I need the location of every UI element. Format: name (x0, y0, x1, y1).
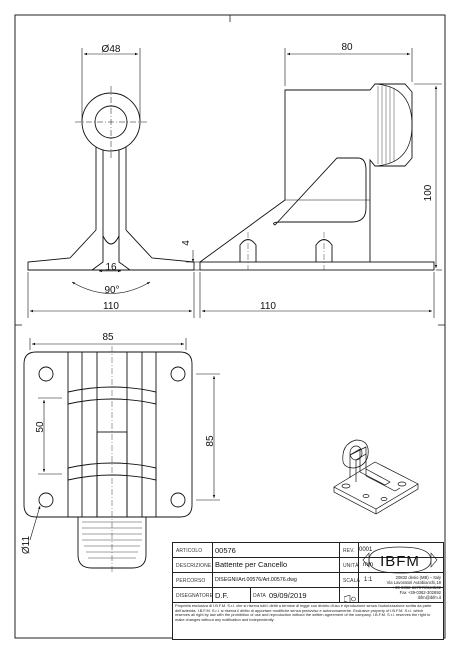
legal-notice: Proprietà esclusiva di I.B.F.M. S.r.l. c… (175, 603, 432, 623)
address-line: 20832 desio (MB) – Italy (395, 575, 441, 580)
plan-view (23, 346, 193, 572)
title-row-percorso: PERCORSO DISEGNI/Art.00576/Art.00576.dwg… (173, 572, 443, 588)
dim-angle-90: 90° (104, 285, 119, 296)
dim-spacing-85: 85 (205, 435, 216, 447)
isometric-view (333, 439, 419, 515)
data-value: 09/09/2019 (269, 591, 307, 600)
front-view-dimensions (27, 48, 200, 318)
svg-text:IBFM: IBFM (380, 553, 420, 570)
separator-left (212, 543, 213, 602)
title-row-articolo: ARTICOLO 00576 REV. 0001 (173, 543, 443, 558)
dim-height-100: 100 (423, 184, 434, 201)
dim-height-4: 4 (181, 240, 192, 246)
scala-label: SCALA (343, 578, 360, 584)
unita-label: UNITÀ (343, 563, 359, 569)
dim-diameter-48: Ø48 (102, 44, 121, 55)
address-line: ibfm@ibfm.it (417, 595, 441, 600)
descrizione-label: DESCRIZIONE (176, 563, 212, 569)
rev-label: REV. (343, 548, 355, 554)
dim-spacing-50: 50 (35, 421, 46, 433)
dim-width-80: 80 (341, 42, 353, 53)
title-row-descrizione: DESCRIZIONE Battente per Cancello UNITÀ … (173, 557, 443, 573)
title-block: ARTICOLO 00576 REV. 0001 DESCRIZIONE Bat… (172, 542, 444, 640)
address-line: Fax +39-0362-302692 (399, 590, 441, 595)
projection-symbol (343, 590, 356, 604)
data-label: DATA (253, 593, 266, 599)
unita-value: mm (363, 562, 373, 568)
dim-total-110-right: 110 (260, 301, 276, 312)
address-line: +39-0362-627078/624502 (392, 585, 441, 590)
separator-data (250, 587, 251, 602)
percorso-label: PERCORSO (176, 578, 206, 584)
articolo-value: 00576 (215, 546, 236, 555)
articolo-label: ARTICOLO (176, 548, 203, 554)
percorso-value: DISEGNI/Art.00576/Art.00576.dwg (215, 577, 297, 583)
rev-value: 0001 (359, 547, 373, 553)
plan-view-dimensions (29, 338, 220, 541)
disegnatore-label: DISEGNATORE (176, 593, 214, 599)
side-view (199, 83, 435, 271)
dim-width-16: 16 (105, 262, 117, 273)
descrizione-value: Battente per Cancello (215, 560, 288, 569)
separator-mid (339, 543, 340, 602)
dim-hole-11: Ø11 (21, 535, 32, 554)
company-address: 20832 desio (MB) – Italy Via Lavoratori … (361, 575, 441, 600)
company-logo: IBFM (361, 545, 439, 575)
separator-right (358, 543, 359, 602)
front-view (27, 86, 195, 271)
title-row-disegnatore: DISEGNATORE D.F. DATA 09/09/2019 (173, 587, 443, 603)
disegnatore-value: D.F. (215, 591, 229, 600)
scala-value: 1:1 (364, 577, 373, 583)
side-view-dimensions (199, 48, 442, 318)
address-line: Via Lavoratori Autobianchi,18 (386, 580, 441, 585)
dim-width-85: 85 (102, 332, 114, 343)
dim-total-110-left: 110 (103, 301, 119, 312)
